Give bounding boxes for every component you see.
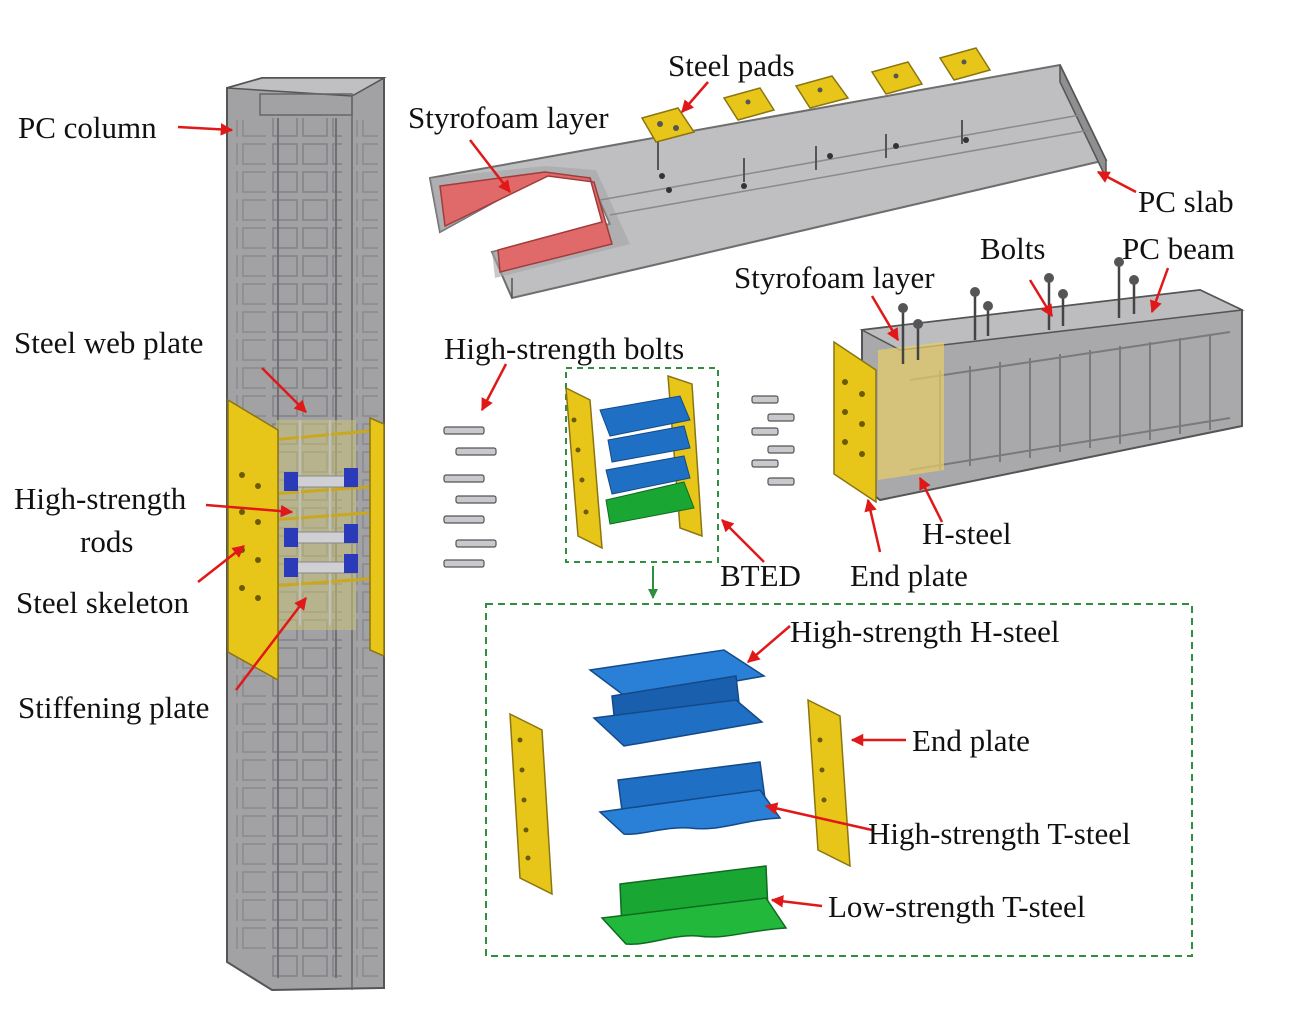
label-high-strength-h-steel: High-strength H-steel xyxy=(790,614,1060,649)
steel-pads xyxy=(640,47,992,143)
arrow-high-strength-t-steel xyxy=(764,802,873,832)
detail-high-strength-t-steel xyxy=(598,761,782,836)
label-pc-column: PC column xyxy=(18,110,157,145)
arrow-low-strength-t-steel xyxy=(770,895,823,908)
arrow-styrofoam-slab xyxy=(469,139,511,193)
h-steel-beam xyxy=(878,342,944,480)
arrow-steel-web-plate xyxy=(261,367,307,413)
label-stiffening-plate: Stiffening plate xyxy=(18,690,210,725)
label-h-steel: H-steel xyxy=(922,516,1012,551)
pc-slab xyxy=(428,63,1108,300)
annotation-arrows xyxy=(177,81,1170,908)
label-steel-pads: Steel pads xyxy=(668,48,795,83)
label-styrofoam-layer-slab: Styrofoam layer xyxy=(408,100,609,135)
detail-low-strength-t-steel xyxy=(600,865,788,945)
label-end-plate-detail: End plate xyxy=(912,723,1030,758)
steel-skeleton xyxy=(271,420,381,625)
label-high-strength-t-steel: High-strength T-steel xyxy=(868,816,1131,851)
label-high-strength-rods-1: High-strength xyxy=(14,481,187,516)
arrow-stiffening-plate xyxy=(235,597,307,691)
arrow-pc-slab xyxy=(1096,170,1137,194)
arrow-h-steel xyxy=(918,476,944,523)
arrow-steel-skeleton xyxy=(197,545,245,583)
high-strength-bolts-left xyxy=(443,426,497,568)
arrow-high-strength-rods xyxy=(205,503,294,518)
arrow-end-plate-beam xyxy=(864,498,882,553)
label-steel-skeleton: Steel skeleton xyxy=(16,585,190,620)
label-high-strength-bolts: High-strength bolts xyxy=(444,331,685,366)
arrow-high-strength-h-steel xyxy=(747,625,791,663)
arrow-bolts xyxy=(1028,279,1054,318)
arrow-high-strength-bolts xyxy=(480,363,508,412)
label-bolts: Bolts xyxy=(980,231,1046,266)
label-high-strength-rods-2: rods xyxy=(80,524,134,559)
arrow-bted xyxy=(721,519,765,563)
detail-dashed-box xyxy=(485,603,1193,957)
beam-end-plate xyxy=(833,340,877,504)
bted-assembly xyxy=(565,367,719,563)
high-strength-rods xyxy=(284,468,358,577)
label-low-strength-t-steel: Low-strength T-steel xyxy=(828,889,1086,924)
arrow-styrofoam-beam xyxy=(870,295,900,342)
styrofoam-layer-slab xyxy=(439,171,613,273)
label-steel-web-plate: Steel web plate xyxy=(14,325,204,360)
arrow-steel-pads xyxy=(681,81,709,113)
arrow-pc-beam xyxy=(1149,267,1170,314)
label-pc-slab: PC slab xyxy=(1138,184,1234,219)
label-pc-beam: PC beam xyxy=(1122,231,1235,266)
detail-end-plate-left xyxy=(509,712,553,896)
column-end-plate-right xyxy=(369,416,385,658)
column-end-plate-left xyxy=(227,398,279,682)
detail-end-plate-right xyxy=(807,698,851,868)
label-bted: BTED xyxy=(720,558,801,593)
arrow-pc-column xyxy=(177,123,234,136)
high-strength-bolts-right xyxy=(751,395,795,486)
bted-dashed-box xyxy=(565,367,719,563)
label-end-plate-beam: End plate xyxy=(850,558,968,593)
detail-high-strength-h-steel xyxy=(588,649,766,747)
pc-beam xyxy=(833,257,1245,504)
label-styrofoam-layer-beam: Styrofoam layer xyxy=(734,260,935,295)
column-steel-joint xyxy=(227,398,385,682)
